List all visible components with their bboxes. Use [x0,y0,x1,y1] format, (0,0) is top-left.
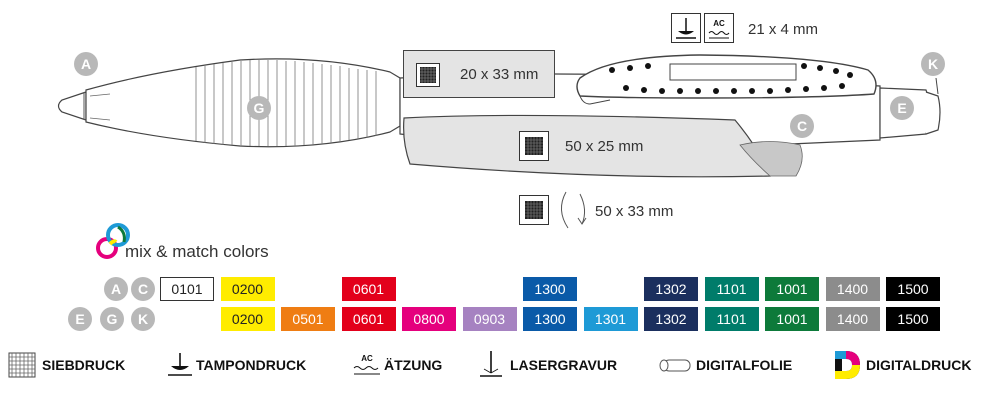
siebdruck-icon [8,352,36,378]
legend-tampondruck: TAMPONDRUCK [166,352,306,378]
digitaldruck-icon [835,351,860,379]
color-swatch-0200: 0200 [220,277,275,301]
row2-label-e: E [68,307,92,331]
badge-zone-g: G [247,96,271,120]
clip-print-dimension-box: 20 x 33 mm [403,50,555,98]
legend-lasergravur-label: LASERGRAVUR [510,357,618,373]
badge-zone-e: E [890,96,914,120]
aetzung-icon: AC [353,354,380,375]
color-swatch-1302: 1302 [644,277,698,301]
clip-dots [609,63,853,94]
lasergravur-icon [480,351,502,377]
pen-tip [57,91,87,121]
legend-digitaldruck: DIGITALDRUCK [832,351,972,379]
legend-siebdruck: SIEBDRUCK [8,352,125,378]
clip-print-size: 20 x 33 mm [460,66,539,83]
row2-label-g: G [100,307,124,331]
legend-aetzung: AC ÄTZUNG [352,352,442,378]
color-swatch-0200: 0200 [220,307,275,331]
legend-tampondruck-label: TAMPONDRUCK [196,357,307,373]
color-swatch-0800: 0800 [402,307,456,331]
row1-label-c: C [131,277,155,301]
svg-text:AC: AC [713,19,725,28]
legend-digitalfolie: DIGITALFOLIE [658,352,792,378]
legend-aetzung-label: ÄTZUNG [384,357,443,373]
color-swatch-1500: 1500 [886,307,940,331]
color-swatch-0601: 0601 [341,277,396,301]
tampondruck-icon [168,353,192,376]
color-swatch-0501: 0501 [281,307,335,331]
color-swatch-0601: 0601 [341,307,396,331]
legend-lasergravur: LASERGRAVUR [478,351,618,378]
color-swatch-1101: 1101 [704,277,759,301]
row1-label-a: A [104,277,128,301]
color-swatch-1400: 1400 [825,277,880,301]
mix-match-logo-icon [96,223,130,259]
siebdruck-icon [519,195,549,225]
badge-zone-a: A [74,52,98,76]
color-swatch-1300: 1300 [523,307,577,331]
pen-grip [85,58,401,148]
legend-digitaldruck-label: DIGITALDRUCK [866,357,972,373]
color-swatch-1302: 1302 [644,307,698,331]
pen-illustration [57,54,941,229]
badge-zone-c: C [790,114,814,138]
color-swatch-1500: 1500 [886,277,940,301]
clip-print-window [669,63,797,81]
color-swatch-0903: 0903 [462,307,517,331]
color-swatch-1001: 1001 [765,307,819,331]
rotate-arrow [561,191,569,229]
siebdruck-icon [519,131,549,161]
color-swatch-1001: 1001 [765,277,819,301]
color-swatch-1400: 1400 [825,307,880,331]
barrel-print-size: 50 x 25 mm [565,138,644,155]
siebdruck-icon [416,63,440,87]
grip-ribs [195,60,377,146]
mix-match-title: mix & match colors [125,242,269,261]
digitalfolie-icon [659,359,691,372]
tampondruck-icon [671,13,701,43]
row2-label-k: K [131,307,155,331]
color-swatch-1300: 1300 [523,277,577,301]
pen-clip [576,54,877,99]
legend-digitalfolie-label: DIGITALFOLIE [696,357,793,373]
color-swatch-1101: 1101 [704,307,759,331]
aetzung-icon: AC [704,13,734,43]
svg-text:AC: AC [361,354,373,363]
top-print-size: 21 x 4 mm [748,21,819,38]
badge-zone-k: K [921,52,945,76]
color-swatch-1301: 1301 [583,307,638,331]
color-swatch-0101: 0101 [160,277,214,301]
legend-siebdruck-label: SIEBDRUCK [42,357,126,373]
rotate-print-size: 50 x 33 mm [595,203,674,220]
